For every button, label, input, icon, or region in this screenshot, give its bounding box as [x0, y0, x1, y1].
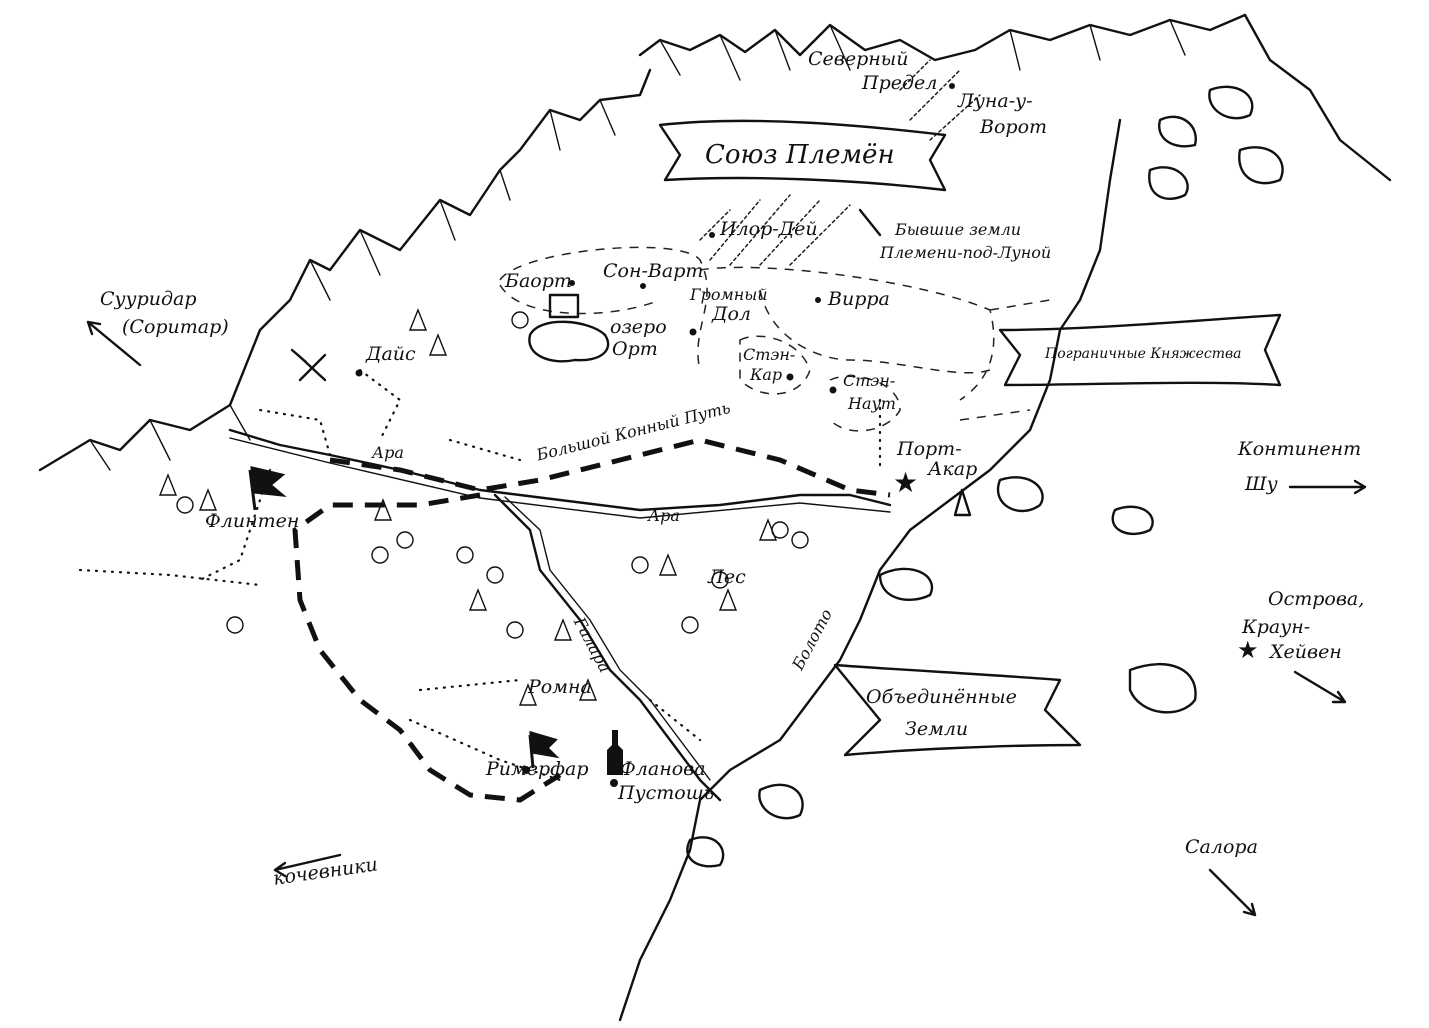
pickaxe-icon: [290, 348, 327, 382]
label-islands-3: Хейвен: [1270, 641, 1342, 663]
label-islands-1: Острова,: [1268, 588, 1365, 610]
arrow-shu-icon: [1288, 479, 1367, 495]
flag-icon: [248, 466, 560, 769]
star-crown-haven-icon: ★: [1237, 638, 1259, 664]
label-islands-2: Краун-: [1242, 616, 1311, 638]
lake-ort: [528, 320, 610, 363]
region-borders: [499, 246, 1051, 432]
label-sten-kar-2: Кар: [750, 365, 783, 384]
star-port-akar-icon: ★: [893, 468, 918, 499]
arrow-salora-icon: [1208, 868, 1257, 917]
islands: [686, 85, 1284, 868]
label-son-vart: Сон-Варт: [603, 260, 704, 282]
bottle-icon: [607, 730, 623, 775]
label-baort: Баорт: [505, 270, 572, 292]
label-port-akar-1: Порт-: [897, 438, 962, 460]
label-salora: Салора: [1185, 836, 1258, 858]
label-rimerfar: Римерфар: [486, 758, 589, 780]
label-dais: Дайс: [366, 343, 416, 365]
castle-icon: [548, 293, 580, 319]
city-dots: [355, 83, 955, 787]
label-north-limit-1: Северный: [808, 48, 909, 70]
former-lands-hatch: [699, 59, 981, 266]
river-ara: [228, 428, 892, 512]
label-flinten: Флинтен: [205, 510, 300, 532]
label-river-ara-east: Ара: [648, 506, 680, 525]
banner-border-principalities: [998, 313, 1282, 387]
label-moon-gate-1: Луна-у-: [958, 90, 1033, 112]
arrow-nomads-icon: [273, 853, 342, 878]
label-virra: Вирра: [828, 288, 890, 310]
river-galara: [493, 493, 722, 802]
label-sten-naut-1: Стэн-: [843, 371, 896, 390]
great-horse-road: [292, 437, 891, 803]
label-sten-naut-2: Наут: [848, 394, 896, 413]
label-gromny-dol-1: Громный: [690, 285, 768, 304]
label-forest: Лес: [708, 566, 746, 588]
label-gromny-dol-2: Дол: [712, 303, 751, 325]
label-river-ara-west: Ара: [372, 443, 404, 462]
label-continent-shu-2: Шу: [1245, 473, 1278, 495]
eastern-coast: [618, 118, 1122, 1022]
label-romna: Ромна: [528, 676, 592, 698]
trees: [158, 308, 809, 706]
label-lake-ort-1: озеро: [610, 316, 667, 338]
banner-tribes-union: [658, 119, 947, 192]
label-former-lands-2: Племени-под-Луной: [880, 243, 1052, 262]
label-lake-ort-2: Орт: [612, 338, 658, 360]
lighthouse-icon: [953, 488, 972, 517]
label-former-lands-1: Бывшие земли: [895, 220, 1022, 239]
northern-mountains: [638, 13, 1247, 62]
arrow-suuridar-icon: [86, 320, 142, 367]
banner-united-lands: [833, 663, 1082, 757]
label-north-limit-2: Предел: [862, 72, 938, 94]
arrow-islands-icon: [1293, 670, 1347, 704]
arrow-former-lands-icon: [858, 208, 882, 237]
label-port-akar-2: Акар: [928, 458, 978, 480]
label-united-lands-2: Земли: [905, 718, 969, 740]
label-border-principalities: Пограничные Княжества: [1045, 346, 1242, 362]
label-ilor-dei: Илор-Дей: [720, 218, 818, 240]
label-suuridar-1: Сууридар: [100, 288, 197, 310]
label-flanova-1: Фланова: [620, 758, 706, 780]
label-flanova-2: Пустошь: [618, 782, 715, 804]
label-sten-kar-1: Стэн-: [743, 345, 796, 364]
label-suuridar-2: (Соритар): [122, 316, 229, 338]
label-moon-gate-2: Ворот: [980, 116, 1048, 138]
label-tribes-union: Союз Племён: [705, 140, 895, 170]
label-continent-shu-1: Континент: [1238, 438, 1362, 460]
trails: [78, 368, 882, 782]
label-united-lands-1: Объединённые: [866, 686, 1017, 708]
